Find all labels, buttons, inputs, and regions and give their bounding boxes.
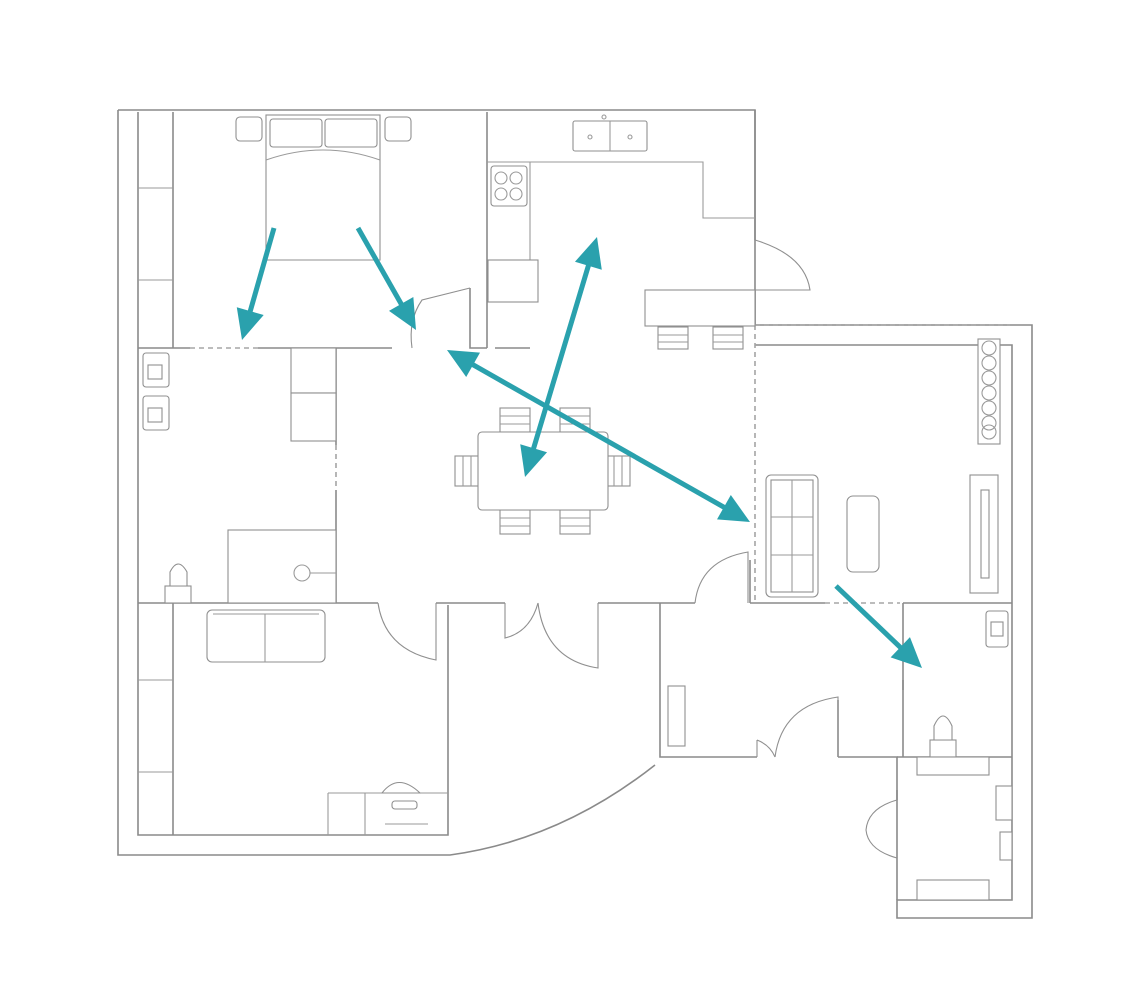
arrow-hall-living-shaft <box>468 360 729 512</box>
arrow-kitchen-dining-head-start <box>574 237 602 270</box>
arrow-kitchen-dining-head-end <box>520 444 548 477</box>
arrow-bedroom-right-shaft <box>355 226 406 309</box>
open-boundaries <box>190 324 1010 604</box>
arrow-bedroom-right-head-end <box>389 297 416 330</box>
wardrobe-left <box>138 187 173 281</box>
hallway <box>667 685 686 747</box>
bed <box>235 114 412 261</box>
doors <box>377 239 898 859</box>
bathroom-right <box>929 610 1009 758</box>
arrow-hall-living-head-start <box>447 350 481 377</box>
kitchen-island <box>644 289 756 350</box>
dining-table <box>454 407 631 535</box>
arrow-kitchen-dining-shaft <box>530 261 592 453</box>
arrow-living-bath-shaft <box>834 584 905 652</box>
arrow-hall-living-head-end <box>716 495 750 522</box>
kitchen-counter <box>487 114 755 303</box>
entry-room <box>916 756 1013 901</box>
study-room <box>138 609 448 835</box>
arrow-bedroom-left-head-end <box>236 307 264 340</box>
flow-arrows <box>236 226 922 668</box>
bathroom-left <box>142 347 337 604</box>
living-room <box>765 338 1001 598</box>
arrow-living-bath-head-end <box>890 637 922 668</box>
arrow-bedroom-left-shaft <box>246 227 277 316</box>
